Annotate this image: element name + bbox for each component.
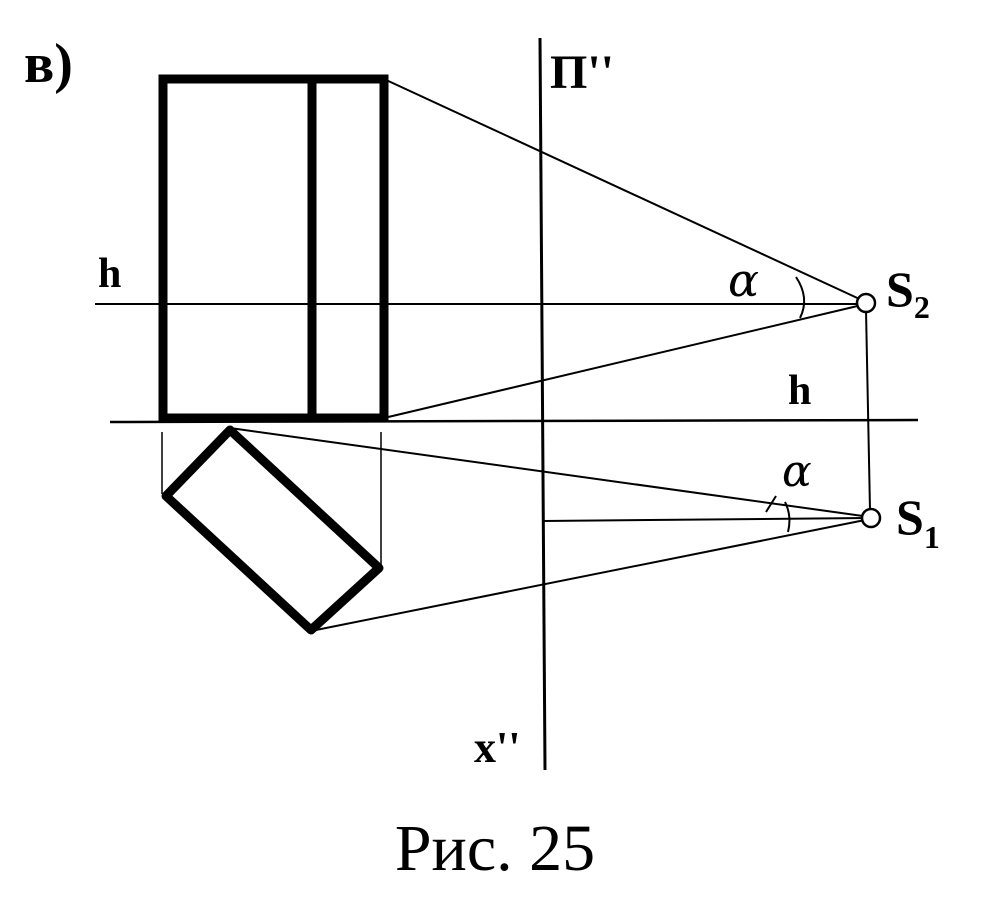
station-point-connector [865, 309, 871, 511]
station-point-s1 [860, 507, 882, 529]
visual-rays-front [383, 78, 867, 419]
angle-label-lower: α [782, 446, 812, 497]
panel-label: в) [24, 33, 73, 95]
station-point-s2 [855, 292, 877, 314]
picture-plane-line [538, 37, 547, 771]
station-label-s1: S1 [896, 489, 940, 555]
angle-arc-lower [784, 501, 791, 533]
visual-rays-top [229, 427, 871, 632]
angle-arc-upper [795, 276, 806, 319]
station-label-s2-subscript: 2 [914, 289, 930, 325]
figure-caption: Рис. 25 [395, 812, 595, 885]
angle-tick-lower [765, 495, 777, 513]
station-label-s2: S2 [886, 261, 930, 325]
horizon-label-lower: h [788, 368, 811, 414]
object-front-view [158, 74, 389, 423]
picture-plane-label: П'' [550, 46, 614, 99]
station-label-s1-subscript: 1 [924, 519, 940, 555]
object-top-view [161, 425, 384, 635]
projection-verticals [161, 432, 382, 566]
station-label-s1-letter: S [896, 489, 924, 545]
station-label-s2-letter: S [886, 261, 914, 317]
angle-label-upper: α [728, 253, 759, 307]
axis-label: x'' [474, 723, 520, 772]
horizon-label-upper: h [98, 251, 121, 297]
